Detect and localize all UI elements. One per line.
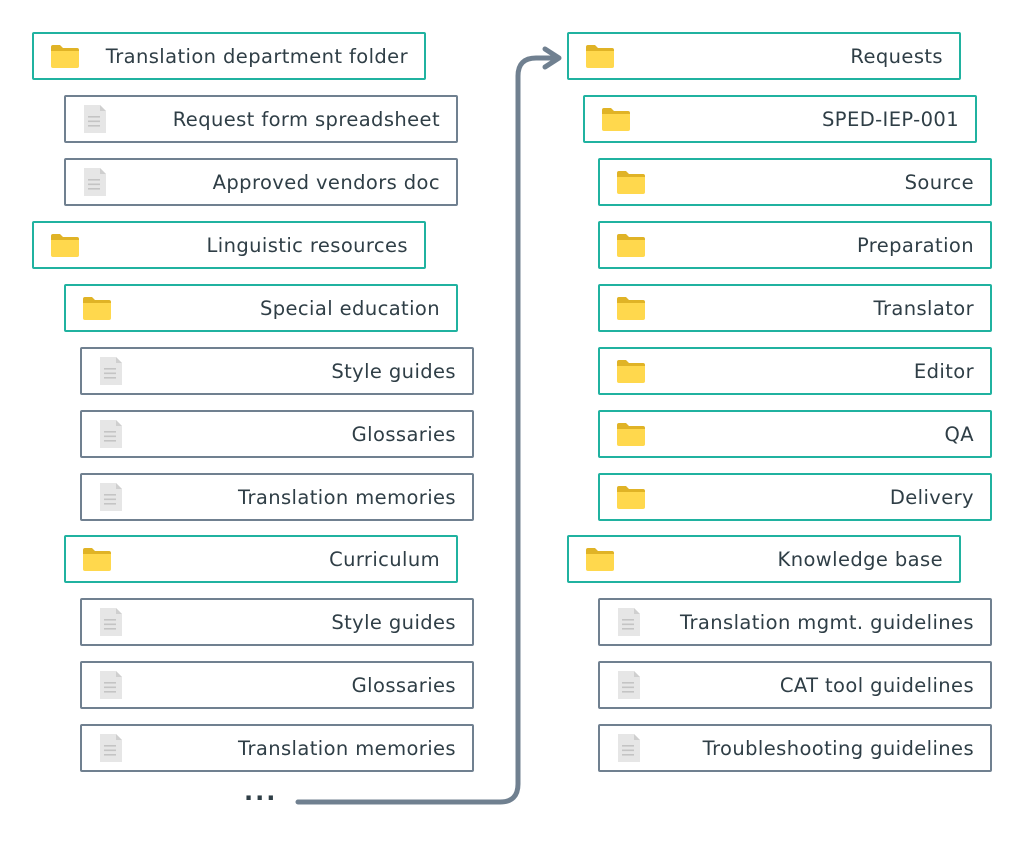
file-icon	[100, 357, 122, 385]
node-label: Translation memories	[238, 485, 456, 509]
file-icon	[84, 105, 106, 133]
node-label: Glossaries	[351, 673, 456, 697]
folder-icon	[586, 548, 614, 571]
node-special-education[interactable]: Special education	[64, 284, 458, 332]
node-sped-iep-001[interactable]: SPED-IEP-001	[583, 95, 977, 143]
folder-icon	[617, 423, 645, 446]
node-cat-tool-guidelines[interactable]: CAT tool guidelines	[598, 661, 992, 709]
file-icon	[100, 671, 122, 699]
node-delivery[interactable]: Delivery	[598, 473, 992, 521]
node-label: Special education	[259, 296, 440, 320]
node-label: Translation memories	[238, 736, 456, 760]
node-label: Troubleshooting guidelines	[702, 736, 974, 760]
node-label: SPED-IEP-001	[822, 107, 959, 131]
file-icon	[618, 608, 640, 636]
folder-icon	[51, 234, 79, 257]
node-preparation[interactable]: Preparation	[598, 221, 992, 269]
folder-icon	[602, 108, 630, 131]
file-icon	[618, 671, 640, 699]
node-label: Request form spreadsheet	[172, 107, 440, 131]
node-translation-department-folder[interactable]: Translation department folder	[32, 32, 426, 80]
node-label: Style guides	[331, 359, 456, 383]
node-label: Glossaries	[351, 422, 456, 446]
folder-icon	[617, 486, 645, 509]
file-icon	[84, 168, 106, 196]
node-approved-vendors-doc[interactable]: Approved vendors doc	[64, 158, 458, 206]
node-label: Curriculum	[329, 547, 440, 571]
node-translation-mgmt-guidelines[interactable]: Translation mgmt. guidelines	[598, 598, 992, 646]
node-label: Translation department folder	[105, 44, 408, 68]
node-glossaries-curriculum[interactable]: Glossaries	[80, 661, 474, 709]
node-troubleshooting-guidelines[interactable]: Troubleshooting guidelines	[598, 724, 992, 772]
node-translator[interactable]: Translator	[598, 284, 992, 332]
node-qa[interactable]: QA	[598, 410, 992, 458]
node-glossaries[interactable]: Glossaries	[80, 410, 474, 458]
node-knowledge-base[interactable]: Knowledge base	[567, 535, 961, 583]
folder-icon	[617, 297, 645, 320]
node-translation-memories-curriculum[interactable]: Translation memories	[80, 724, 474, 772]
node-source[interactable]: Source	[598, 158, 992, 206]
node-label: Knowledge base	[777, 547, 943, 571]
file-icon	[100, 483, 122, 511]
node-editor[interactable]: Editor	[598, 347, 992, 395]
folder-icon	[51, 45, 79, 68]
node-translation-memories[interactable]: Translation memories	[80, 473, 474, 521]
continuation-ellipsis: ...	[244, 778, 278, 806]
node-label: Translation mgmt. guidelines	[680, 610, 974, 634]
folder-icon	[83, 548, 111, 571]
folder-icon	[617, 234, 645, 257]
node-label: Editor	[913, 359, 974, 383]
node-label: QA	[944, 422, 974, 446]
node-label: Preparation	[856, 233, 974, 257]
node-label: Translator	[873, 296, 974, 320]
file-icon	[618, 734, 640, 762]
node-requests[interactable]: Requests	[567, 32, 961, 80]
node-label: Linguistic resources	[206, 233, 408, 257]
folder-icon	[586, 45, 614, 68]
node-label: CAT tool guidelines	[779, 673, 974, 697]
node-label: Style guides	[331, 610, 456, 634]
node-linguistic-resources[interactable]: Linguistic resources	[32, 221, 426, 269]
node-label: Requests	[850, 44, 943, 68]
node-style-guides-curriculum[interactable]: Style guides	[80, 598, 474, 646]
file-icon	[100, 734, 122, 762]
node-style-guides[interactable]: Style guides	[80, 347, 474, 395]
node-label: Delivery	[889, 485, 974, 509]
folder-icon	[83, 297, 111, 320]
folder-icon	[617, 171, 645, 194]
node-label: Approved vendors doc	[212, 170, 440, 194]
node-label: Source	[904, 170, 974, 194]
file-icon	[100, 420, 122, 448]
folder-icon	[617, 360, 645, 383]
file-icon	[100, 608, 122, 636]
node-curriculum[interactable]: Curriculum	[64, 535, 458, 583]
node-request-form-spreadsheet[interactable]: Request form spreadsheet	[64, 95, 458, 143]
